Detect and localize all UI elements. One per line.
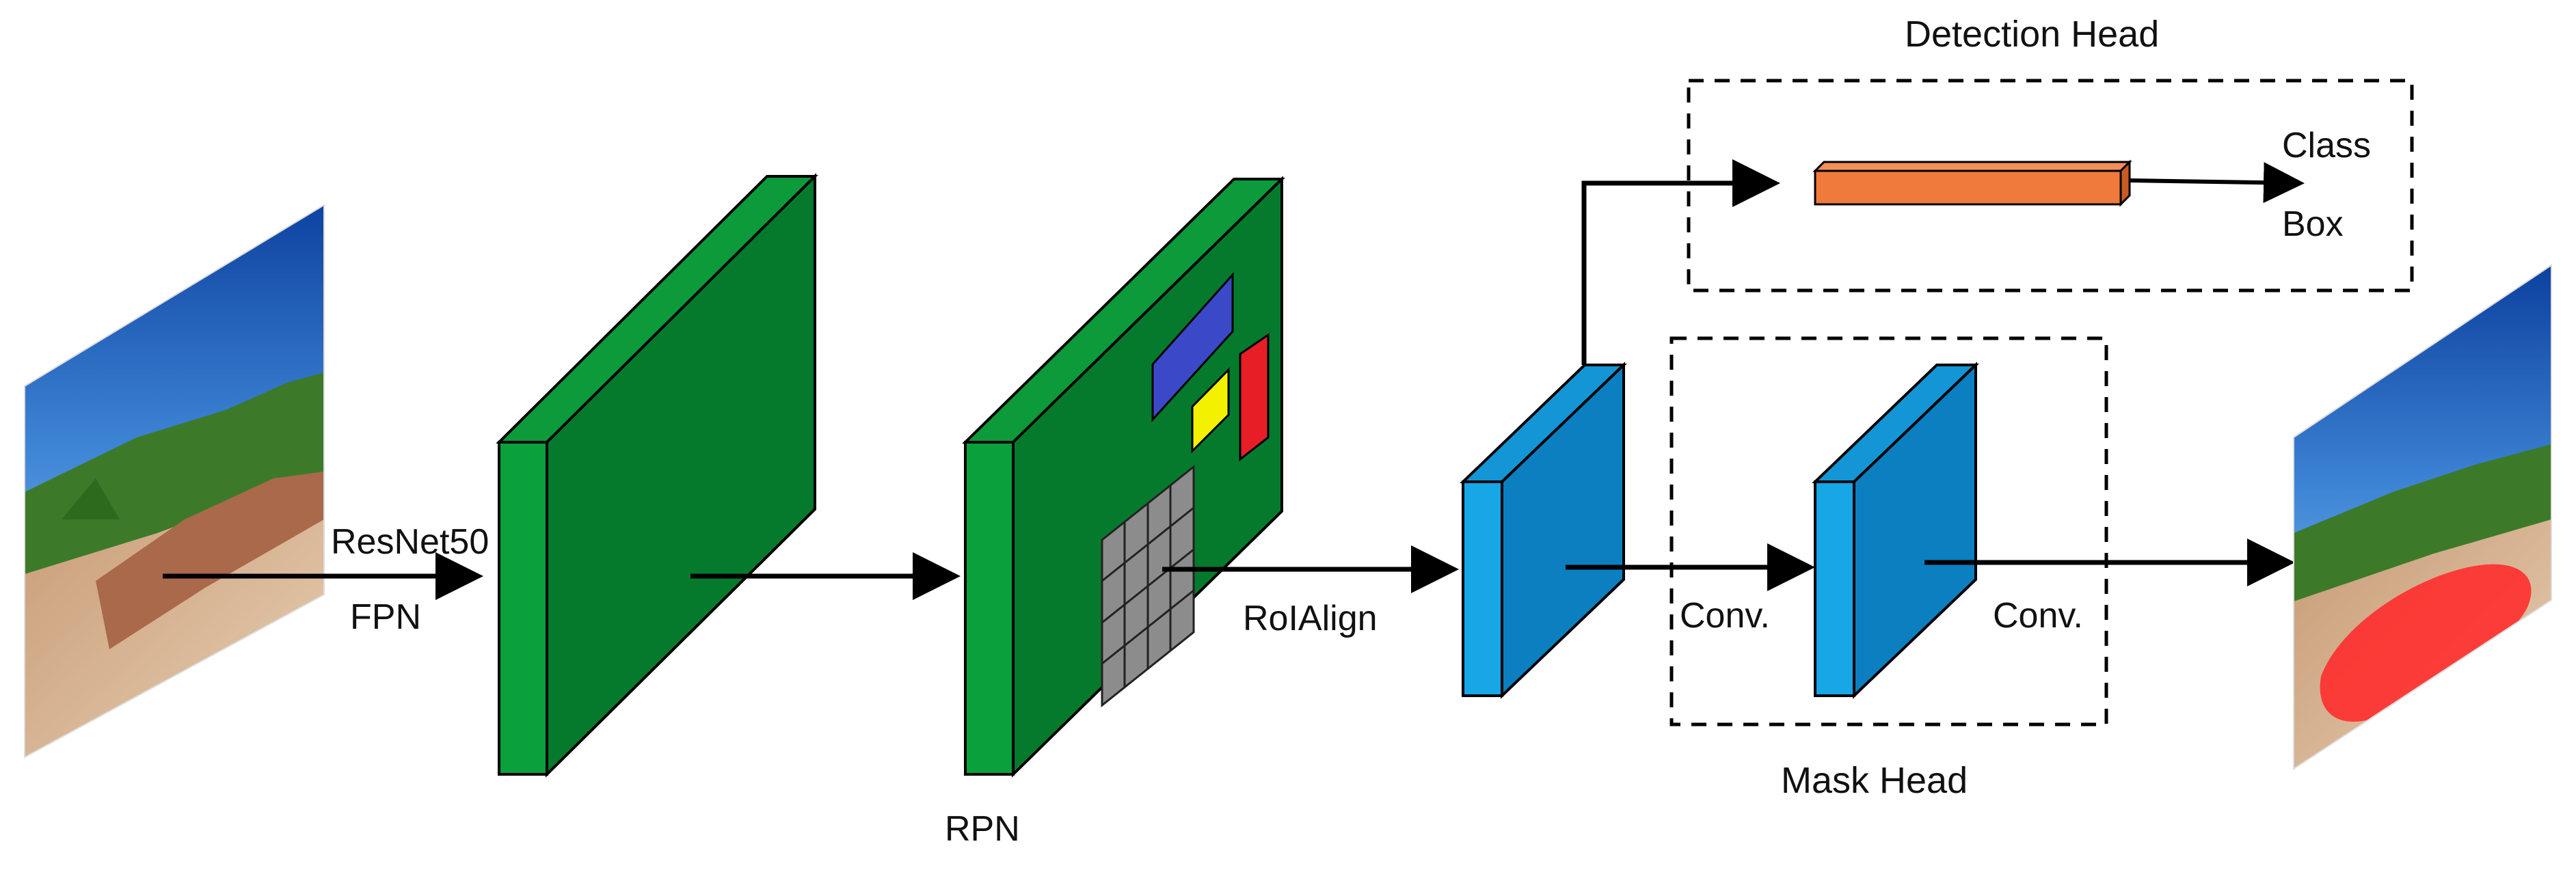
mask-overlay	[2320, 564, 2532, 722]
label-rpn: RPN	[945, 809, 1020, 849]
detection-vector	[1812, 159, 2132, 207]
anchor-grid	[1101, 464, 1195, 708]
arrow-detection-to-outputs	[2129, 162, 2305, 204]
roi-feature-block	[1460, 362, 1627, 699]
label-mask-head: Mask Head	[1781, 760, 1968, 801]
label-roialign: RoIAlign	[1243, 599, 1378, 638]
proposal-box-yellow	[1191, 367, 1230, 454]
mask-feature-block	[1812, 362, 1979, 699]
label-class: Class	[2282, 126, 2371, 165]
mask-head-box	[1669, 336, 2108, 726]
label-conv-2: Conv.	[1993, 596, 2083, 636]
segmented-landscape-photo-icon	[2293, 264, 2552, 770]
label-conv-1: Conv.	[1680, 596, 1770, 636]
feature-map-backbone	[496, 173, 818, 778]
output-image	[2293, 264, 2552, 770]
proposal-box-red	[1239, 333, 1270, 462]
label-resnet50: ResNet50	[331, 522, 489, 562]
label-detection-head: Detection Head	[1905, 14, 2159, 55]
input-image	[24, 204, 325, 759]
label-box: Box	[2282, 204, 2344, 244]
label-fpn: FPN	[350, 597, 421, 637]
arrow-roi-to-detection-head	[1581, 159, 1780, 365]
proposal-box-blue	[1151, 272, 1234, 422]
landscape-photo-icon	[24, 204, 325, 759]
